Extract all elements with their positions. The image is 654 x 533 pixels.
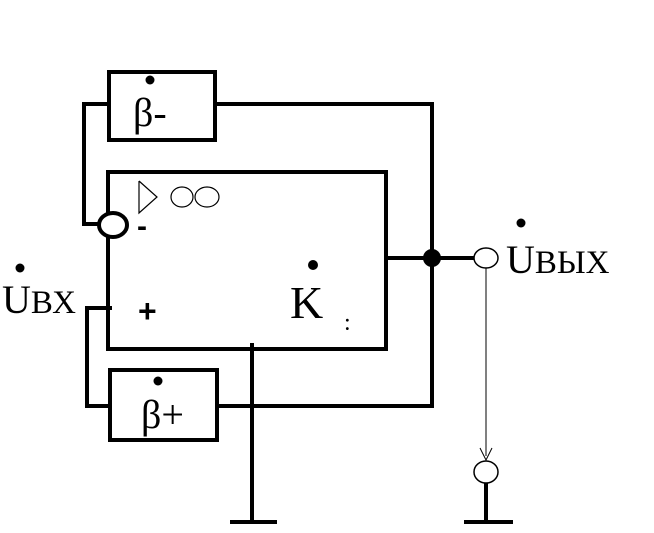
output-junction-dot xyxy=(423,249,441,267)
beta-minus-dot xyxy=(145,75,155,85)
amplifier-block xyxy=(106,170,388,351)
input-label: UВХ xyxy=(2,277,76,322)
noninverting-sign: + xyxy=(138,293,157,329)
gain-mark: : xyxy=(344,310,351,336)
output-arrow-icon xyxy=(479,447,493,462)
output-label: UВЫХ xyxy=(506,237,610,282)
gain-label: K xyxy=(290,277,323,328)
output-terminal xyxy=(473,247,499,269)
uin-dot xyxy=(15,263,25,273)
beta-minus-label: β- xyxy=(133,90,167,135)
beta-plus-dot xyxy=(153,376,163,386)
wires xyxy=(82,102,513,524)
ground-terminal xyxy=(473,460,499,484)
uout-dot xyxy=(516,218,526,228)
inverting-sign: - xyxy=(137,210,147,243)
amplifier-symbol-icon xyxy=(138,180,220,215)
beta-plus-label: β+ xyxy=(141,392,184,437)
k-dot xyxy=(308,260,318,270)
inverting-input-circle xyxy=(97,211,129,239)
